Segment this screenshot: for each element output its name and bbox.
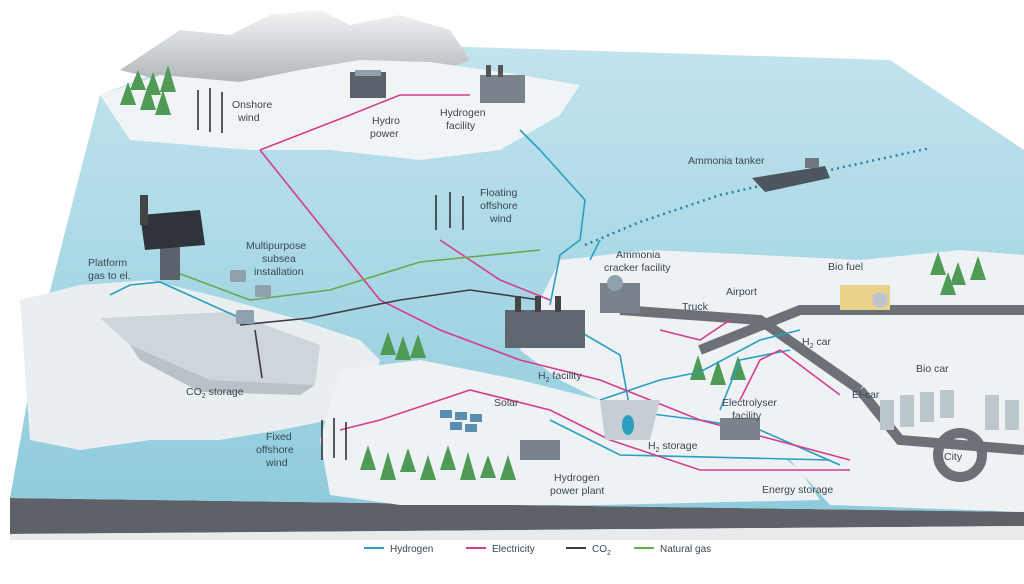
label-city: City [944, 451, 963, 463]
label-h2-storage-sub: 2 [656, 447, 660, 454]
electrolyser-building [720, 418, 760, 440]
label-fixed-wind-3: wind [265, 457, 288, 469]
ammonia-tanker-route [584, 146, 931, 247]
solar-panels [440, 410, 482, 432]
label-h2-car: H2 car [802, 336, 832, 350]
label-multipurpose-3: installation [254, 266, 304, 278]
hydrogen-power-plant-building [520, 440, 560, 460]
gas-platform [140, 195, 205, 280]
label-h2-car-sub: 2 [810, 343, 814, 350]
h2-storage-pit [600, 400, 660, 440]
legend-co2-main: CO [592, 544, 607, 555]
legend-co2: CO2 [592, 544, 611, 557]
label-h2-facility-main: H [538, 370, 546, 382]
label-energy-storage: Energy storage [762, 484, 833, 496]
floating-wind-turbines [435, 192, 464, 230]
label-co2-storage: CO2 storage [186, 386, 244, 400]
bio-fuel-tanks [840, 285, 890, 310]
label-truck: Truck [682, 301, 709, 313]
label-platform-1: Platform [88, 257, 127, 269]
label-onshore-wind-2: wind [237, 112, 260, 124]
label-h2-facility: H2 facility [538, 370, 582, 384]
label-hydrogen-facility-1: Hydrogen [440, 107, 486, 119]
legend: Hydrogen Electricity CO2 Natural gas [364, 544, 711, 557]
hydro-power-plant [350, 70, 386, 98]
label-airport: Airport [726, 286, 757, 298]
label-co2-storage-rest: storage [206, 386, 244, 398]
label-electrolyser-2: facility [732, 410, 762, 422]
label-co2-storage-sub: 2 [202, 393, 206, 400]
label-platform-2: gas to el. [88, 270, 131, 282]
label-electrolyser-1: Electrolyser [722, 397, 777, 409]
label-hydro-power-1: Hydro [372, 115, 400, 127]
label-h2-car-rest: car [814, 336, 832, 348]
subsea-installation [230, 270, 271, 324]
legend-hydrogen: Hydrogen [390, 544, 433, 555]
label-ammonia-cracker-2: cracker facility [604, 262, 671, 274]
label-multipurpose-2: subsea [262, 253, 296, 265]
label-h2-facility-rest: facility [550, 370, 583, 382]
label-hydro-power-2: power [370, 128, 399, 140]
terrain-block-edge [10, 498, 1024, 534]
label-h2-car-main: H [802, 336, 810, 348]
forest-trees [120, 65, 986, 480]
label-h2-storage: H2 storage [648, 440, 698, 454]
label-floating-wind-2: offshore [480, 200, 518, 212]
label-floating-wind-1: Floating [480, 187, 518, 199]
label-bio-fuel: Bio fuel [828, 261, 863, 273]
label-el-car: El-car [852, 389, 880, 401]
label-floating-wind-3: wind [489, 213, 512, 225]
hydrogen-facility-building [480, 65, 525, 103]
label-h2-storage-main: H [648, 440, 656, 452]
label-onshore-wind-1: Onshore [232, 99, 272, 111]
label-co2-storage-main: CO [186, 386, 202, 398]
electricity-lines [259, 94, 851, 471]
co2-lines [239, 289, 541, 379]
legend-co2-sub: 2 [607, 550, 611, 557]
label-hydrogen-facility-2: facility [446, 120, 476, 132]
h2-facility-building [505, 296, 585, 348]
label-h2-facility-sub: 2 [546, 377, 550, 384]
co2-storage-pit [100, 312, 320, 385]
label-multipurpose-1: Multipurpose [246, 240, 306, 252]
label-hydrogen-power-plant-2: power plant [550, 485, 604, 497]
label-ammonia-tanker: Ammonia tanker [688, 155, 765, 167]
fixed-wind-turbines [321, 418, 347, 460]
onshore-wind-turbines [197, 88, 223, 133]
label-fixed-wind-2: offshore [256, 444, 294, 456]
label-hydrogen-power-plant-1: Hydrogen [554, 472, 600, 484]
label-bio-car: Bio car [916, 363, 949, 375]
northern-land [100, 60, 580, 160]
legend-natural-gas: Natural gas [660, 544, 711, 555]
label-solar: Solar [494, 397, 519, 409]
roads [619, 305, 1024, 482]
label-fixed-wind-1: Fixed [266, 431, 292, 443]
city-buildings [880, 390, 1019, 430]
label-h2-storage-rest: storage [660, 440, 698, 452]
ammonia-tanker-ship [752, 158, 830, 192]
label-ammonia-cracker-1: Ammonia [616, 249, 661, 261]
ammonia-cracker-building [600, 275, 640, 313]
natural-gas-lines [169, 249, 541, 301]
legend-electricity: Electricity [492, 544, 535, 555]
